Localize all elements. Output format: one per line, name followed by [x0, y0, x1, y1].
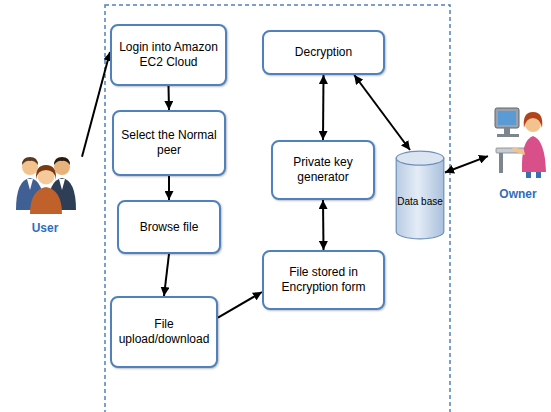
- cylinder-body: [396, 158, 444, 239]
- node-text: Owner: [499, 187, 536, 202]
- process-box: Decryption: [262, 30, 385, 75]
- connector-arrow: [354, 75, 410, 150]
- user-icon: [16, 157, 76, 214]
- process-box: File stored in Encryption form: [262, 250, 385, 310]
- connector-arrow: [445, 156, 488, 172]
- node-text: File upload/download: [118, 317, 210, 347]
- process-box: Login into Amazon EC2 Cloud: [110, 24, 227, 86]
- connector-arrow: [322, 75, 325, 140]
- owner-icon: [495, 108, 546, 178]
- cylinder-outline: [395, 150, 445, 240]
- node-text: Decryption: [295, 45, 352, 60]
- actor-node: Owner: [488, 100, 548, 202]
- database-cylinder: Data base: [395, 150, 445, 240]
- node-text: Private key generator: [279, 155, 367, 185]
- system-boundary: [105, 5, 450, 412]
- node-text: File stored in Encryption form: [270, 265, 377, 295]
- node-text: Select the Normal peer: [120, 128, 218, 158]
- process-box: Select the Normal peer: [112, 110, 226, 176]
- actor-node: User: [8, 148, 82, 236]
- connector-arrow: [168, 176, 170, 200]
- node-text: Data base: [397, 196, 443, 208]
- node-text: Login into Amazon EC2 Cloud: [118, 40, 219, 70]
- connector-arrow: [218, 292, 262, 318]
- process-box: Private key generator: [271, 140, 375, 200]
- connector-arrow: [82, 52, 110, 157]
- process-box: File upload/download: [110, 296, 218, 368]
- node-text: User: [32, 221, 59, 236]
- connector-arrow: [168, 86, 171, 110]
- connector-arrow: [164, 254, 169, 296]
- process-box: Browse file: [117, 200, 221, 254]
- node-text: Browse file: [140, 220, 199, 235]
- connector-arrow: [322, 200, 325, 250]
- cylinder-top: [396, 151, 444, 165]
